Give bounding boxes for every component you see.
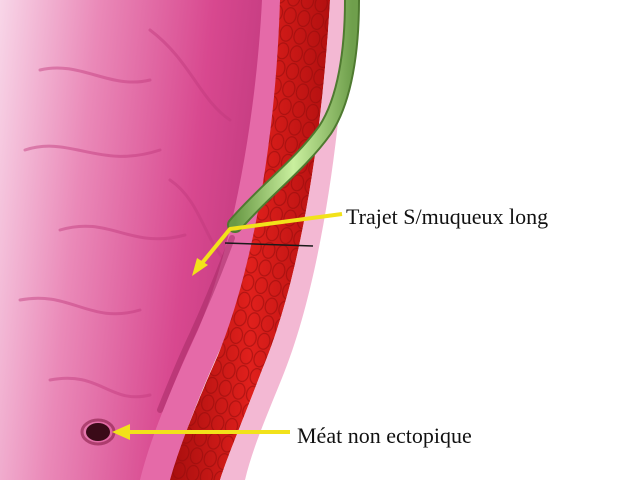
ureteral-meatus [86, 423, 110, 441]
label-submucosal-path: Trajet S/muqueux long [346, 206, 548, 228]
label-meatus: Méat non ectopique [297, 425, 472, 447]
